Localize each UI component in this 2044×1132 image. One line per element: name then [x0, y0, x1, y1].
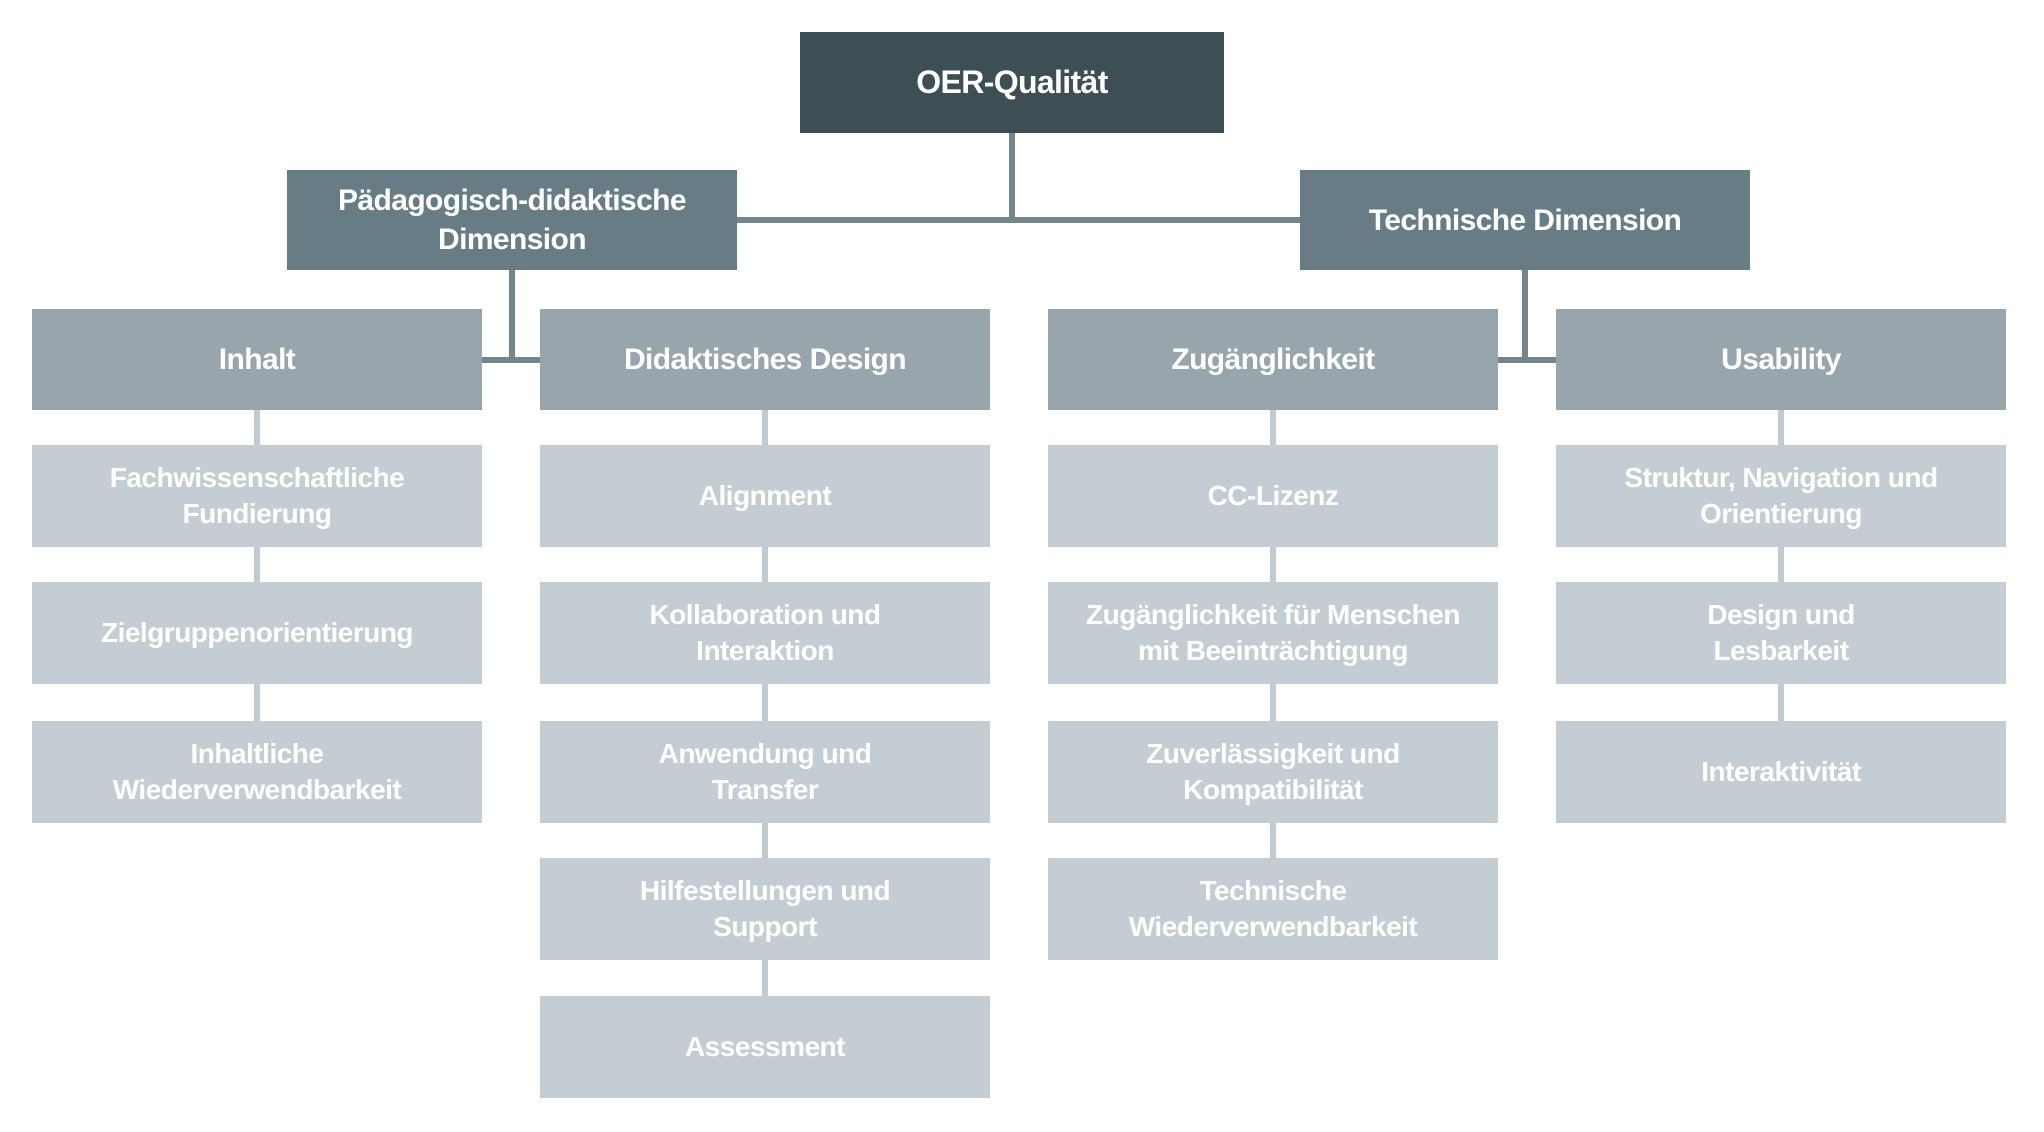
connector-col2-item1-item2	[762, 547, 768, 582]
header-box-usability: Usability	[1556, 309, 2006, 410]
connector-col4-item2-item3	[1778, 684, 1784, 721]
connector-col2-item2-item3	[762, 684, 768, 721]
connector-col4-item1-item2	[1778, 547, 1784, 582]
header-box-inhalt: Inhalt	[32, 309, 482, 410]
connector-col1-item2-item3	[254, 684, 260, 721]
item-box-kollaboration-und-interaktion: Kollaboration und Interaktion	[540, 582, 990, 684]
dimension-box-technisch: Technische Dimension	[1300, 170, 1750, 270]
connector-col3-item2-item3	[1270, 684, 1276, 721]
connector-col3-header-item1	[1270, 410, 1276, 445]
item-box-inhaltliche-wiederverwendbarkeit: Inhaltliche Wiederverwendbarkeit	[32, 721, 482, 823]
connector-dimension1-horizontal	[482, 357, 540, 363]
connector-root-horizontal	[737, 217, 1300, 223]
item-box-assessment: Assessment	[540, 996, 990, 1098]
connector-col2-header-item1	[762, 410, 768, 445]
item-box-interaktivitaet: Interaktivität	[1556, 721, 2006, 823]
connector-dimension1-vertical	[509, 270, 515, 363]
item-box-design-und-lesbarkeit: Design und Lesbarkeit	[1556, 582, 2006, 684]
item-box-alignment: Alignment	[540, 445, 990, 547]
connector-col3-item1-item2	[1270, 547, 1276, 582]
item-box-fachwissenschaftliche-fundierung: Fachwissenschaftliche Fundierung	[32, 445, 482, 547]
connector-col4-header-item1	[1778, 410, 1784, 445]
item-box-technische-wiederverwendbarkeit: Technische Wiederverwendbarkeit	[1048, 858, 1498, 960]
connector-col3-item3-item4	[1270, 823, 1276, 858]
root-box-oer-qualitaet: OER-Qualität	[800, 32, 1224, 133]
item-box-hilfestellungen-und-support: Hilfestellungen und Support	[540, 858, 990, 960]
header-box-didaktisches-design: Didaktisches Design	[540, 309, 990, 410]
connector-root-vertical	[1009, 133, 1015, 223]
header-box-zugaenglichkeit: Zugänglichkeit	[1048, 309, 1498, 410]
item-box-anwendung-und-transfer: Anwendung und Transfer	[540, 721, 990, 823]
connector-col1-header-item1	[254, 410, 260, 445]
connector-col1-item1-item2	[254, 547, 260, 582]
dimension-box-paedagogisch-didaktisch: Pädagogisch-didaktische Dimension	[287, 170, 737, 270]
connector-col2-item4-item5	[762, 960, 768, 996]
item-box-cc-lizenz: CC-Lizenz	[1048, 445, 1498, 547]
item-box-struktur-navigation-orientierung: Struktur, Navigation und Orientierung	[1556, 445, 2006, 547]
connector-col2-item3-item4	[762, 823, 768, 858]
item-box-zielgruppenorientierung: Zielgruppenorientierung	[32, 582, 482, 684]
connector-dimension2-horizontal	[1498, 357, 1556, 363]
item-box-zuverlaessigkeit-und-kompatibilitaet: Zuverlässigkeit und Kompatibilität	[1048, 721, 1498, 823]
connector-dimension2-vertical	[1522, 270, 1528, 363]
item-box-zugaenglichkeit-fuer-menschen: Zugänglichkeit für Menschen mit Beeinträ…	[1048, 582, 1498, 684]
